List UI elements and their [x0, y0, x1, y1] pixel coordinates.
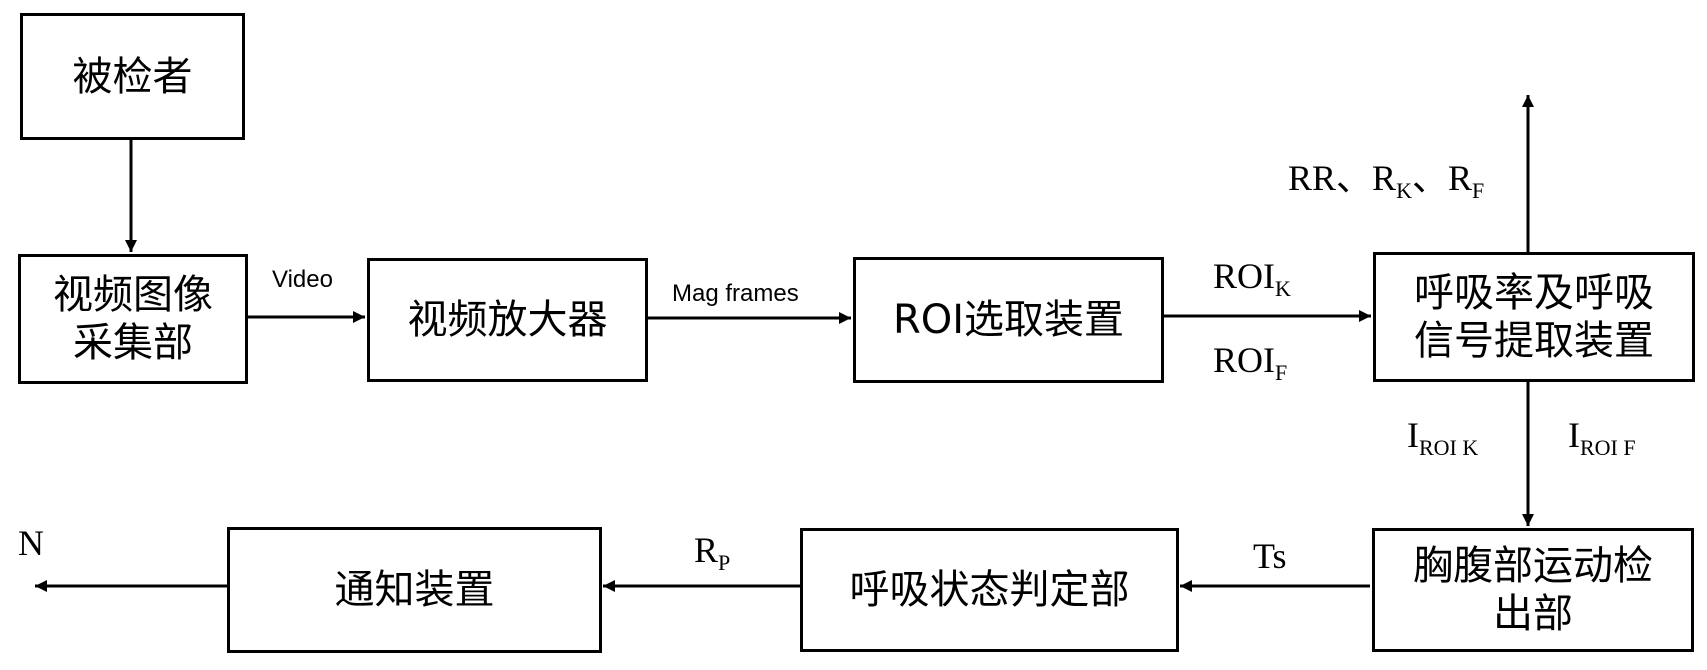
- node-subject: 被检者: [20, 13, 245, 140]
- node-camera: 视频图像 采集部: [18, 254, 248, 384]
- edge-label-ts: Ts: [1253, 536, 1287, 576]
- node-motion-label-line2: 出部: [1493, 591, 1573, 637]
- node-judge: 呼吸状态判定部: [800, 528, 1179, 652]
- edge-label-mag-frames: Mag frames: [672, 280, 799, 307]
- edge-label-rp: RP: [694, 530, 731, 575]
- node-extract: 呼吸率及呼吸 信号提取装置: [1373, 252, 1695, 382]
- node-amplifier-label: 视频放大器: [407, 297, 608, 343]
- node-extract-label-line2: 信号提取装置: [1414, 318, 1654, 364]
- edge-label-roi-k: ROIK: [1213, 256, 1291, 301]
- node-motion: 胸腹部运动检 出部: [1372, 528, 1694, 652]
- node-camera-label-line2: 采集部: [73, 320, 193, 366]
- node-roi-select-label: ROI选取装置: [892, 297, 1125, 343]
- edge-label-rates: RR、RK、RF: [1288, 158, 1485, 203]
- edge-label-i-roi-f: IROI F: [1568, 415, 1636, 460]
- node-extract-label-line1: 呼吸率及呼吸: [1414, 270, 1654, 316]
- edge-label-n: N: [18, 523, 44, 563]
- edge-label-i-roi-k: IROI K: [1407, 415, 1479, 460]
- node-amplifier: 视频放大器: [367, 258, 648, 382]
- node-roi-select: ROI选取装置: [853, 257, 1164, 383]
- node-judge-label: 呼吸状态判定部: [849, 567, 1130, 613]
- node-notify-label: 通知装置: [334, 567, 495, 613]
- edge-label-video: Video: [272, 266, 333, 293]
- node-camera-label-line1: 视频图像: [53, 272, 213, 318]
- edge-label-roi-f: ROIF: [1213, 340, 1288, 385]
- node-subject-label: 被检者: [72, 53, 193, 100]
- node-motion-label-line1: 胸腹部运动检: [1413, 543, 1653, 589]
- node-notify: 通知装置: [227, 527, 602, 653]
